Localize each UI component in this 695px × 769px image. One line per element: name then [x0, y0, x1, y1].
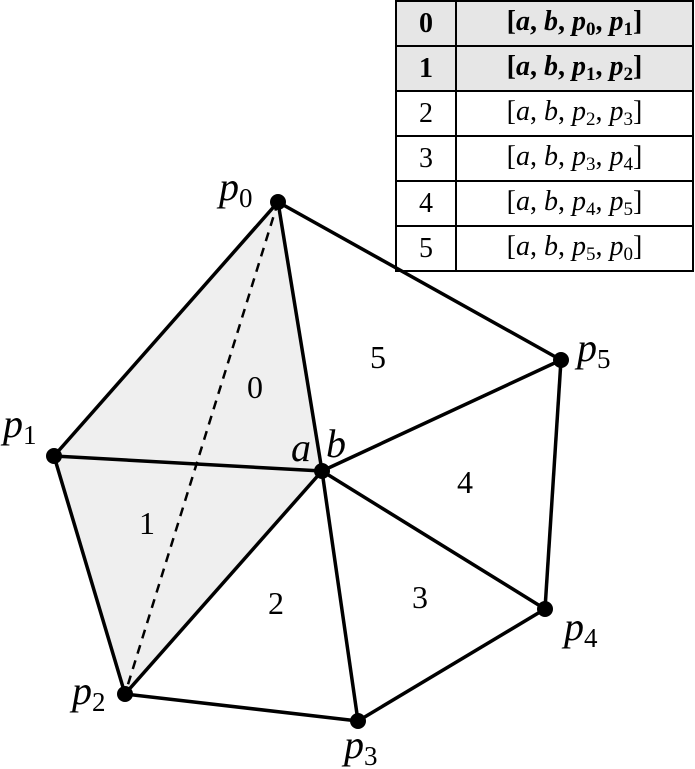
table-row-index: 4	[395, 180, 457, 227]
tuple-vertex: a	[516, 96, 530, 127]
tuple-vertex: p	[609, 186, 624, 217]
tuple-vertex: p	[572, 96, 586, 127]
vertex-ab-dot	[314, 463, 330, 479]
tuple-vertex: a	[516, 186, 530, 217]
tuple-vertex: p	[572, 141, 586, 172]
tetra-label-0: 0	[247, 369, 263, 405]
tuple-vertex-subscript: 0	[623, 244, 634, 265]
vertex-p4-dot	[537, 601, 553, 617]
tetra-label-4: 4	[457, 464, 473, 500]
tuple-vertex: b	[544, 51, 558, 82]
spoke-edges	[53, 201, 562, 722]
tuple-vertex: b	[544, 231, 558, 262]
vertex-p2-dot	[117, 686, 133, 702]
vertex-label-a: a	[291, 425, 311, 470]
edge-p5-p0	[277, 200, 562, 362]
tetrahedra-table-body: 0[a, b, p0, p1]1[a, b, p1, p2]2[a, b, p2…	[395, 0, 694, 272]
edge-ab-p5	[321, 358, 562, 473]
vertex-label-p2: p2	[69, 668, 106, 717]
table-row-index: 0	[395, 0, 457, 47]
vertex-label-p5: p5	[574, 325, 611, 374]
edge-ab-p3	[320, 470, 360, 722]
tuple-vertex: b	[544, 186, 558, 217]
tuple-vertex: p	[609, 231, 624, 262]
tuple-vertex-subscript: 3	[623, 109, 634, 130]
tuple-vertex: a	[516, 6, 530, 37]
vertex-label-p4: p4	[561, 604, 598, 653]
tuple-vertex-subscript: 5	[623, 199, 634, 220]
tuple-vertex: b	[544, 96, 558, 127]
edge-ab-p0	[276, 201, 324, 472]
vertex-label-p0: p0	[216, 164, 253, 213]
tetra-label-1: 1	[139, 505, 155, 541]
tetra-label-3: 3	[412, 579, 428, 615]
tuple-vertex: a	[516, 141, 530, 172]
tuple-vertex-subscript: 2	[623, 64, 634, 85]
table-row-tuple: [a, b, p1, p2]	[455, 45, 694, 92]
table-row-tuple: [a, b, p3, p4]	[455, 135, 694, 182]
vertex-p3-dot	[350, 713, 366, 729]
tuple-vertex: p	[572, 186, 586, 217]
table-row: 4[a, b, p4, p5]	[395, 180, 694, 227]
edge-p4-p5	[543, 359, 563, 610]
tuple-vertex-subscript: 4	[586, 199, 596, 220]
vertex-label-p3: p3	[341, 722, 378, 769]
tuple-vertex: p	[609, 6, 624, 37]
tuple-vertex-subscript: 1	[586, 64, 596, 85]
table-row-index: 2	[395, 90, 457, 137]
tuple-vertex-subscript: 4	[623, 154, 634, 175]
vertex-dots	[46, 194, 569, 729]
tuple-vertex: b	[544, 141, 558, 172]
edge-ab-p2	[123, 469, 324, 696]
tuple-vertex-subscript: 2	[586, 109, 596, 130]
tuple-vertex-subscript: 1	[623, 19, 634, 40]
tuple-vertex-subscript: 3	[586, 154, 596, 175]
edge-p0-p1	[52, 200, 280, 458]
table-row-tuple: [a, b, p5, p0]	[455, 225, 694, 272]
table-row: 2[a, b, p2, p3]	[395, 90, 694, 137]
edge-ab-p1	[53, 454, 323, 473]
table-row-tuple: [a, b, p0, p1]	[455, 0, 694, 47]
table-row-tuple: [a, b, p4, p5]	[455, 180, 694, 227]
tuple-vertex: p	[609, 51, 624, 82]
tetra-label-5: 5	[370, 339, 386, 375]
tuple-vertex: a	[516, 51, 530, 82]
tetra-0-face	[54, 202, 322, 471]
outer-edges	[52, 200, 563, 723]
vertex-label-b: b	[326, 421, 346, 466]
vertex-p1-dot	[46, 448, 62, 464]
table-row: 1[a, b, p1, p2]	[395, 45, 694, 92]
edge-p0-p2-dashed	[123, 201, 280, 695]
edge-p3-p4	[357, 607, 546, 723]
tuple-vertex-subscript: 0	[586, 19, 596, 40]
vertex-p0-dot	[270, 194, 286, 210]
tuple-vertex: p	[572, 51, 586, 82]
table-row: 3[a, b, p3, p4]	[395, 135, 694, 182]
tuple-vertex: p	[572, 231, 586, 262]
table-row-tuple: [a, b, p2, p3]	[455, 90, 694, 137]
tetra-1-face	[54, 456, 322, 694]
tuple-vertex: p	[609, 96, 624, 127]
tuple-vertex: p	[572, 6, 586, 37]
tetrahedra-table: 0[a, b, p0, p1]1[a, b, p1, p2]2[a, b, p2…	[395, 0, 694, 272]
table-row: 0[a, b, p0, p1]	[395, 0, 694, 47]
table-row-index: 5	[395, 225, 457, 272]
table-row-index: 1	[395, 45, 457, 92]
tuple-vertex: b	[544, 6, 558, 37]
edge-p2-p3	[124, 692, 359, 723]
tuple-vertex-subscript: 5	[586, 244, 596, 265]
vertex-p5-dot	[553, 352, 569, 368]
table-row-index: 3	[395, 135, 457, 182]
tuple-vertex: a	[516, 231, 530, 262]
tetra-label-2: 2	[268, 585, 284, 621]
edge-ab-p4	[321, 469, 546, 611]
vertex-label-p1: p1	[0, 401, 37, 450]
table-row: 5[a, b, p5, p0]	[395, 225, 694, 272]
edge-p1-p2	[52, 455, 127, 695]
tuple-vertex: p	[609, 141, 624, 172]
